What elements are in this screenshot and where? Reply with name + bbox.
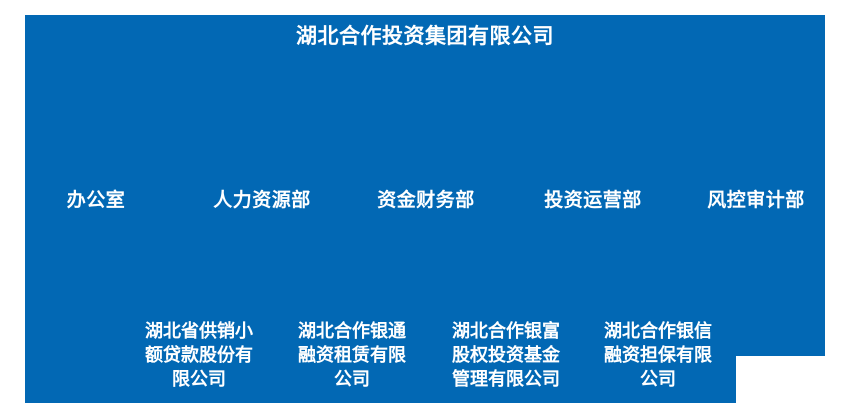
- subsidiary-label-line: 限公司: [172, 369, 226, 389]
- dept-node-risk-audit: 风控审计部: [707, 190, 805, 211]
- subsidiary-node-microloan: 湖北省供销小 额贷款股份有 限公司: [145, 319, 253, 391]
- subsidiary-label-line: 股权投资基金: [452, 345, 560, 365]
- subsidiary-label-line: 湖北合作银信: [604, 321, 712, 341]
- dept-node-office: 办公室: [66, 190, 126, 211]
- dept-node-human-resources: 人力资源部: [213, 190, 311, 211]
- company-root-node: 湖北合作投资集团有限公司: [296, 25, 554, 48]
- subsidiary-label-line: 湖北合作银通: [298, 321, 406, 341]
- subsidiary-node-equity-fund: 湖北合作银富 股权投资基金 管理有限公司: [452, 319, 560, 391]
- dept-node-finance: 资金财务部: [377, 190, 475, 211]
- subsidiary-node-financing-guarantee: 湖北合作银信 融资担保有限 公司: [604, 319, 712, 391]
- corner-cutout: [736, 356, 825, 403]
- org-chart-panel: 湖北合作投资集团有限公司 办公室 人力资源部 资金财务部 投资运营部 风控审计部…: [25, 15, 825, 403]
- subsidiary-label-line: 管理有限公司: [452, 369, 560, 389]
- subsidiary-label-line: 融资租赁有限: [298, 345, 406, 365]
- subsidiary-label-line: 额贷款股份有: [145, 345, 253, 365]
- subsidiary-label-line: 湖北合作银富: [452, 321, 560, 341]
- subsidiary-label-line: 公司: [640, 369, 676, 389]
- dept-node-investment-operations: 投资运营部: [544, 190, 642, 211]
- subsidiary-node-finance-leasing: 湖北合作银通 融资租赁有限 公司: [298, 319, 406, 391]
- subsidiary-label-line: 湖北省供销小: [145, 321, 253, 341]
- subsidiary-label-line: 融资担保有限: [604, 345, 712, 365]
- subsidiary-label-line: 公司: [334, 369, 370, 389]
